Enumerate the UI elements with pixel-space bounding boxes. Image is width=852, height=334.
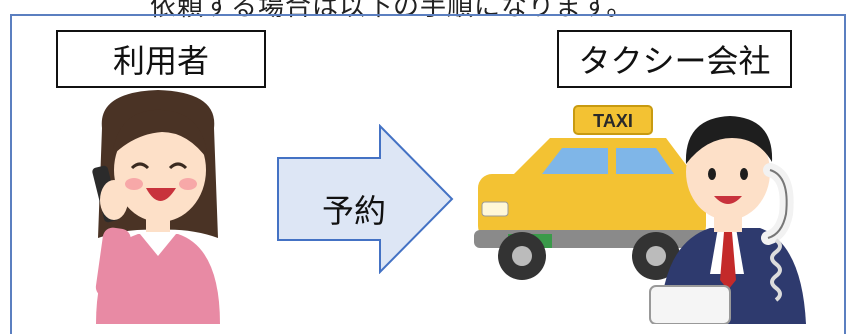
user-label-box: 利用者 (56, 30, 266, 88)
company-label-box: タクシー会社 (557, 30, 792, 88)
user-label: 利用者 (112, 42, 209, 80)
taxi-illustration: TAXI (474, 105, 710, 280)
taxi-sign-text: TAXI (593, 111, 633, 131)
diagram-canvas: 依頼する場合は以下の手順になります。 利用者 タクシー会社 (10, 0, 846, 334)
woman-on-phone-illustration (92, 90, 220, 324)
top-caption: 依頼する場合は以下の手順になります。 (150, 0, 634, 22)
reservation-arrow (277, 124, 454, 274)
company-label: タクシー会社 (578, 42, 771, 80)
diagram-frame (10, 14, 846, 334)
taxi-operator-illustration (649, 116, 806, 324)
arrow-label: 予約 (322, 192, 387, 230)
